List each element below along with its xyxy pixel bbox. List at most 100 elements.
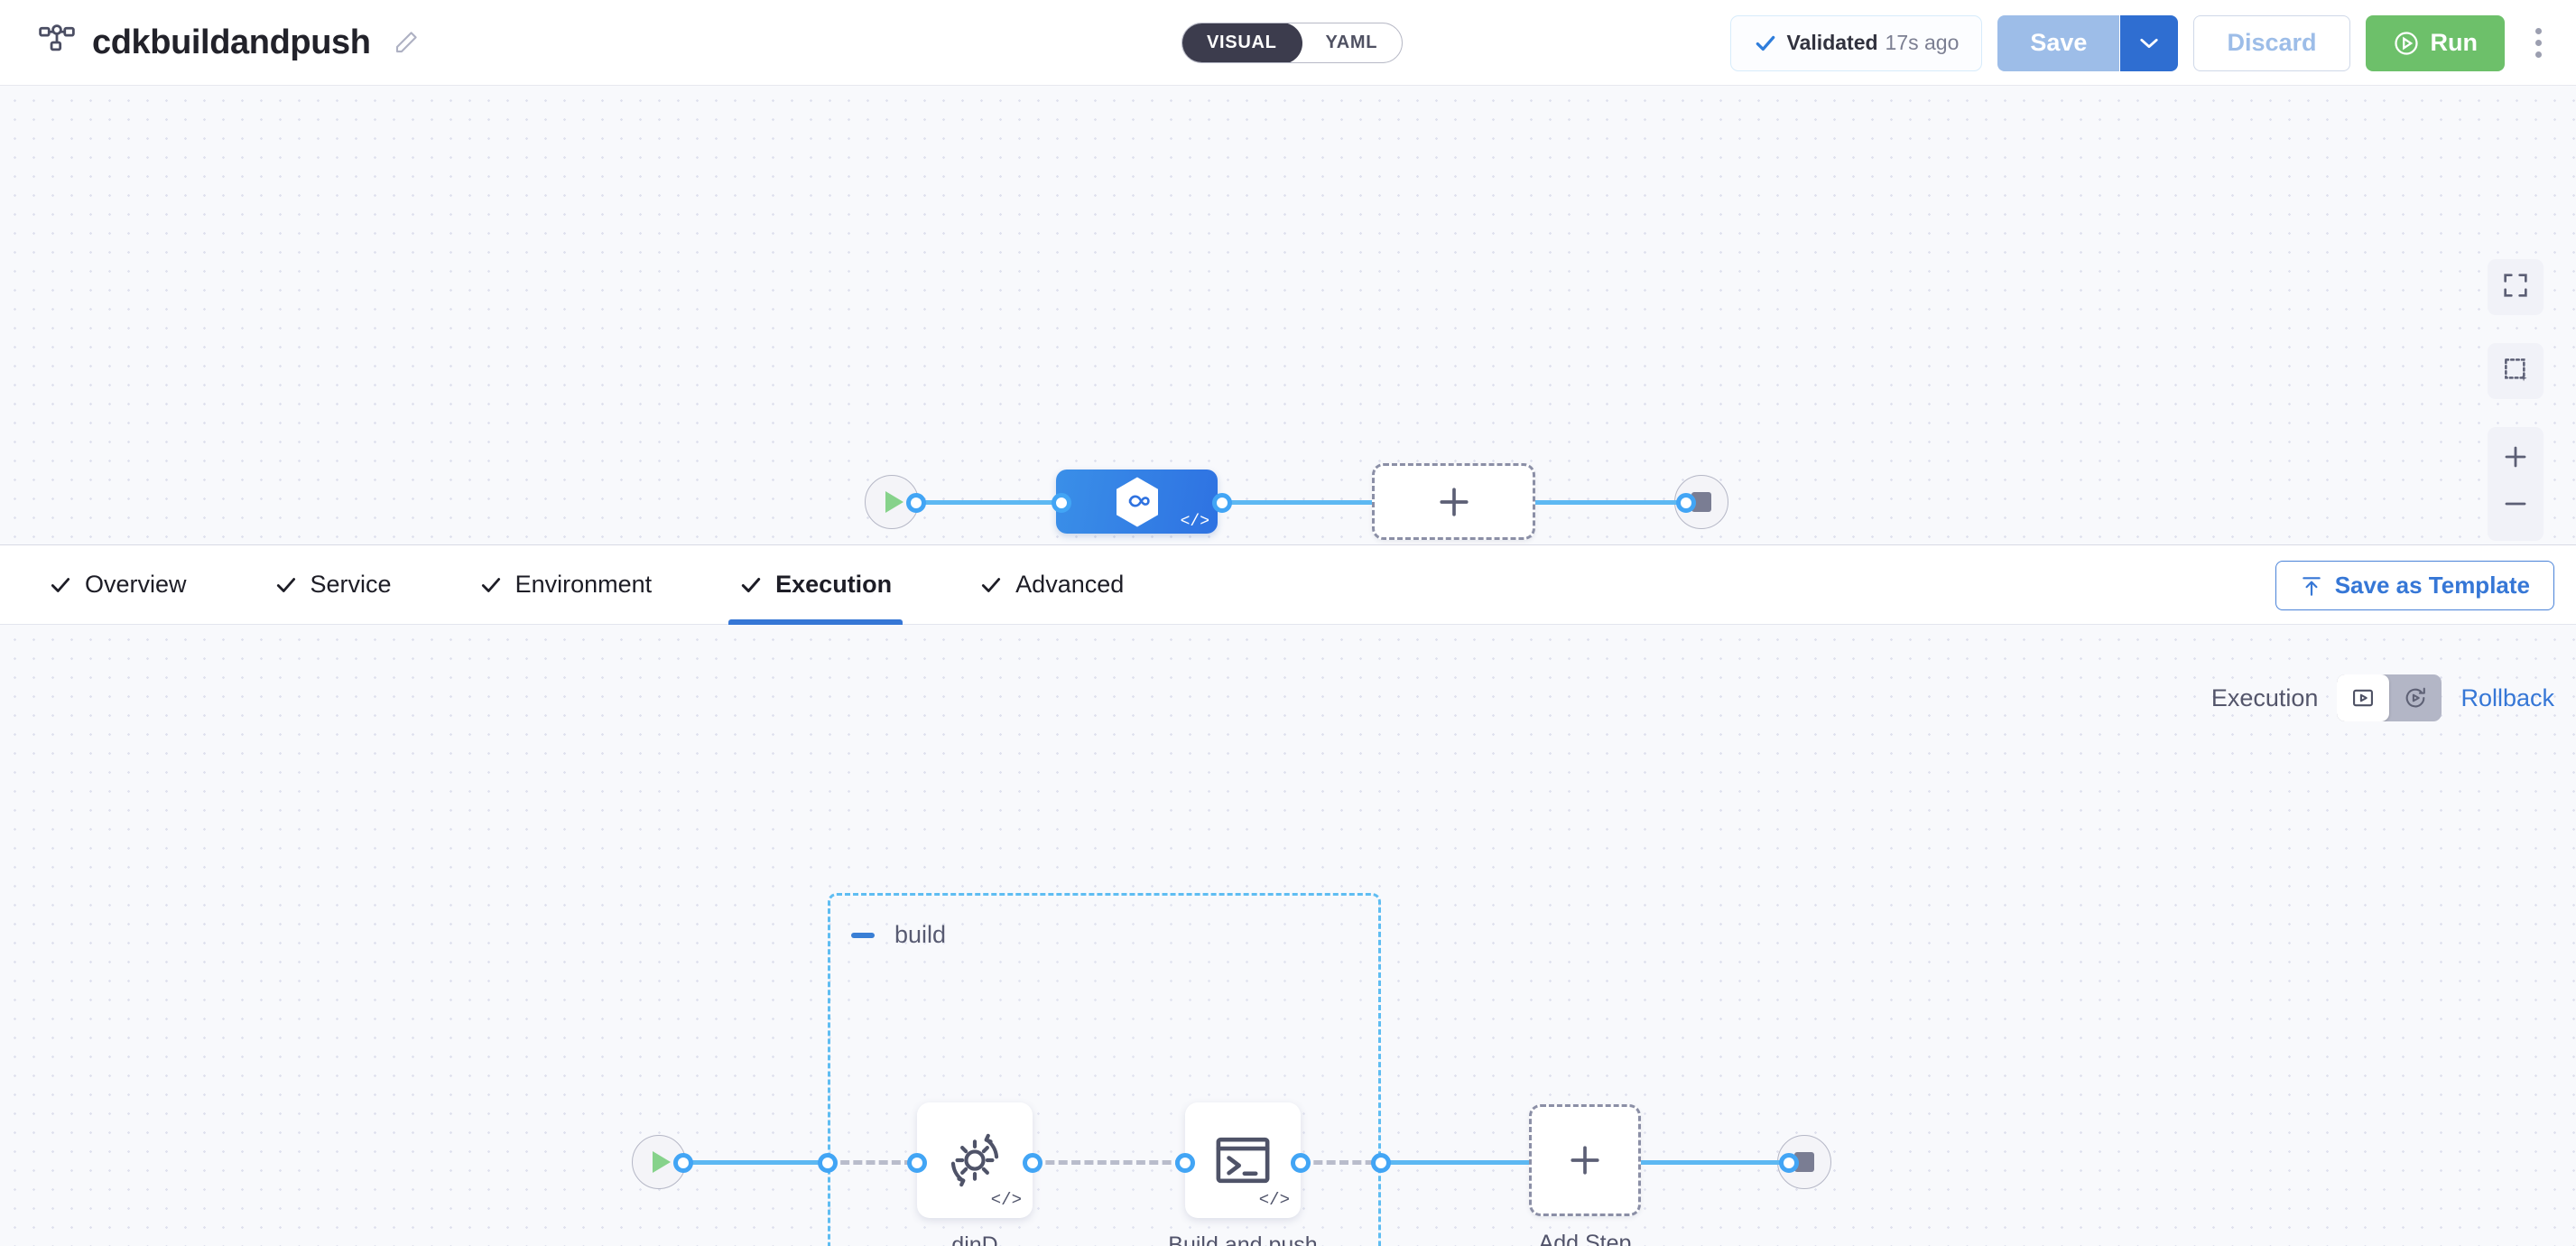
page-title: cdkbuildandpush xyxy=(92,23,371,61)
group-entry-port[interactable] xyxy=(818,1153,838,1173)
step-group-header: build xyxy=(851,921,946,949)
view-mode-yaml[interactable]: YAML xyxy=(1325,33,1378,52)
add-step-label: Add Step xyxy=(1538,1231,1632,1246)
pipeline-stage-canvas[interactable]: </> ckd Add Stage xyxy=(0,86,2576,580)
start-node-port[interactable] xyxy=(906,493,926,513)
check-icon xyxy=(479,573,503,597)
step-card[interactable]: </> xyxy=(917,1102,1033,1218)
dind-input-port[interactable] xyxy=(907,1153,927,1173)
execution-mode-toggle[interactable] xyxy=(2337,674,2442,721)
play-icon xyxy=(652,1151,671,1173)
stage-graph: </> ckd Add Stage xyxy=(0,86,2576,580)
zoom-in-button[interactable] xyxy=(2488,440,2544,478)
check-icon xyxy=(979,573,1003,597)
stop-icon xyxy=(1691,492,1711,512)
status-badge: Validated 17s ago xyxy=(1729,14,1983,71)
header-left-group: cdkbuildandpush xyxy=(0,23,420,62)
run-button-label: Run xyxy=(2430,29,2478,56)
execution-rollback-switcher: Execution Rol xyxy=(2211,674,2554,721)
play-icon xyxy=(885,491,903,513)
connector-ckd-to-add-stage xyxy=(1222,500,1372,505)
zoom-controls xyxy=(2488,427,2544,541)
tab-execution[interactable]: Execution xyxy=(728,545,903,625)
view-mode-visual[interactable]: VISUAL xyxy=(1182,23,1303,62)
dind-output-port[interactable] xyxy=(1023,1153,1042,1173)
ckd-input-port[interactable] xyxy=(1052,493,1071,513)
execution-mode-button[interactable] xyxy=(2337,674,2390,721)
connector-entry-to-dind xyxy=(828,1160,913,1165)
run-button[interactable]: Run xyxy=(2365,14,2505,71)
connector-add-stage-to-end xyxy=(1535,500,1685,505)
add-stage-button[interactable] xyxy=(1372,463,1535,540)
step-group-title: build xyxy=(894,921,947,948)
save-button-group: Save xyxy=(1997,14,2179,71)
tab-service[interactable]: Service xyxy=(269,545,397,624)
code-badge: </> xyxy=(1258,1190,1290,1210)
rollback-icon xyxy=(2403,685,2428,711)
plus-icon xyxy=(1565,1140,1605,1180)
tab-overview[interactable]: Overview xyxy=(43,545,192,624)
terminal-icon xyxy=(1209,1127,1276,1194)
upload-template-icon xyxy=(2300,574,2323,598)
check-icon xyxy=(1754,32,1777,55)
check-icon xyxy=(274,573,298,597)
ckd-output-port[interactable] xyxy=(1212,493,1232,513)
step-node-build-and-push[interactable]: </> Build and push xyxy=(1168,1102,1318,1246)
discard-button[interactable]: Discard xyxy=(2193,14,2350,71)
tab-label: Service xyxy=(310,571,392,598)
connector-dind-to-build-push xyxy=(1033,1160,1184,1165)
step-node-dind[interactable]: </> dinD xyxy=(917,1102,1033,1246)
save-dropdown-button[interactable] xyxy=(2119,14,2179,71)
stop-icon xyxy=(1794,1152,1814,1172)
step-card[interactable]: </> xyxy=(1185,1102,1301,1218)
plus-icon xyxy=(1434,482,1474,522)
selection-mode-button[interactable] xyxy=(2488,343,2544,399)
add-step-node[interactable]: Add Step xyxy=(1529,1104,1641,1246)
build-push-input-port[interactable] xyxy=(1175,1153,1195,1173)
group-exit-port[interactable] xyxy=(1371,1153,1391,1173)
save-as-template-button[interactable]: Save as Template xyxy=(2275,561,2554,610)
tab-label: Advanced xyxy=(1015,571,1125,598)
stage-config-tabs: Overview Service Environment Execution A… xyxy=(0,544,2576,625)
header-actions: Validated 17s ago Save Discard Run xyxy=(1729,0,2556,86)
connector-group-to-add-step xyxy=(1381,1160,1529,1165)
pencil-icon[interactable] xyxy=(387,29,420,56)
add-step-button[interactable] xyxy=(1529,1104,1641,1216)
build-push-output-port[interactable] xyxy=(1291,1153,1311,1173)
save-button[interactable]: Save xyxy=(1997,14,2120,71)
fit-to-screen-button[interactable] xyxy=(2488,259,2544,315)
rollback-label[interactable]: Rollback xyxy=(2460,683,2554,711)
execution-start-port[interactable] xyxy=(673,1153,693,1173)
zoom-out-button[interactable] xyxy=(2488,487,2544,525)
step-label-build-and-push: Build and push xyxy=(1168,1232,1318,1246)
minus-icon[interactable] xyxy=(851,932,875,938)
rollback-mode-button[interactable] xyxy=(2389,674,2442,721)
view-mode-toggle[interactable]: VISUAL YAML xyxy=(1181,23,1404,63)
canvas-controls xyxy=(2488,259,2544,541)
kebab-menu-icon[interactable] xyxy=(2520,15,2556,71)
add-stage-node[interactable]: Add Stage xyxy=(1372,463,1535,580)
connector-start-to-ckd xyxy=(916,500,1065,505)
marquee-select-icon xyxy=(2501,355,2530,388)
execution-end-port[interactable] xyxy=(1779,1153,1799,1173)
execution-label: Execution xyxy=(2210,683,2319,711)
play-box-icon xyxy=(2350,685,2376,711)
tab-environment[interactable]: Environment xyxy=(474,545,658,624)
code-badge: </> xyxy=(990,1190,1022,1210)
stage-node-ckd[interactable]: </> ckd xyxy=(1056,470,1218,573)
check-icon xyxy=(739,573,763,597)
execution-canvas[interactable]: Execution Rol xyxy=(0,625,2576,1246)
pipeline-nodes-icon xyxy=(38,23,76,61)
validation-status-text: Validated xyxy=(1786,31,1878,54)
validation-timestamp: 17s ago xyxy=(1885,31,1960,54)
step-label-dind: dinD xyxy=(951,1232,998,1246)
top-header-bar: cdkbuildandpush VISUAL YAML Validated 17… xyxy=(0,0,2576,86)
end-node-port[interactable] xyxy=(1676,493,1696,513)
save-as-template-label: Save as Template xyxy=(2334,572,2530,599)
stage-card[interactable]: </> xyxy=(1056,470,1218,534)
fullscreen-icon xyxy=(2501,271,2530,304)
tab-advanced[interactable]: Advanced xyxy=(974,545,1129,624)
play-circle-icon xyxy=(2393,30,2420,57)
tab-label: Environment xyxy=(514,571,653,598)
gear-sync-icon xyxy=(941,1127,1008,1194)
